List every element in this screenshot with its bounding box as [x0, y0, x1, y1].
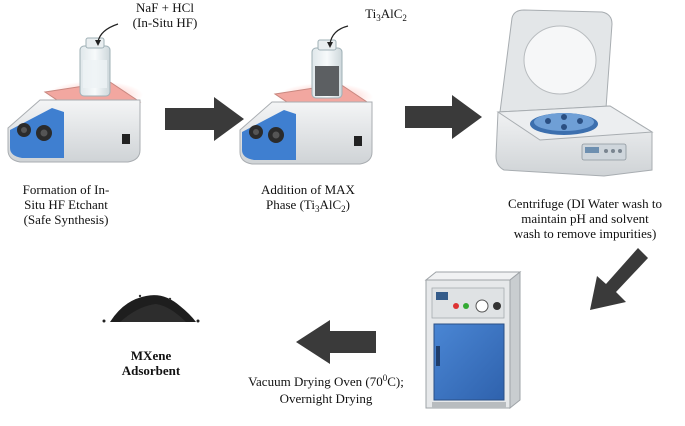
- arrow-3: [590, 248, 648, 310]
- max-caption-mid: AlC: [319, 197, 342, 212]
- oven-caption-line2: Overnight Drying: [279, 391, 373, 406]
- centrifuge-caption-line1: Centrifuge (DI Water wash to: [508, 196, 662, 211]
- oven-caption: Vacuum Drying Oven (700C); Overnight Dry…: [226, 373, 426, 406]
- max-caption-sub1: 3: [315, 204, 320, 214]
- oven-caption-end: C);: [387, 374, 404, 389]
- centrifuge: [495, 9, 654, 177]
- hotplate-2: [239, 25, 373, 165]
- etchant-caption-line2: Situ HF Etchant: [24, 197, 108, 212]
- hotplate-1: [7, 23, 143, 163]
- product-label-line2: Adsorbent: [121, 363, 181, 378]
- max-reagent-ti: Ti: [365, 6, 377, 21]
- product-label-line1: MXene: [130, 348, 172, 363]
- max-phase-reagent-label: Ti3AlC2: [346, 6, 426, 23]
- max-caption-pre: Phase (Ti: [265, 197, 315, 212]
- centrifuge-caption: Centrifuge (DI Water wash to maintain pH…: [490, 196, 680, 241]
- centrifuge-caption-line2: maintain pH and solvent: [521, 211, 649, 226]
- oven-caption-sup: 0: [382, 373, 388, 383]
- oven-caption-pre: Vacuum Drying Oven (70: [248, 374, 383, 389]
- oven-caption-line1: Vacuum Drying Oven (700C);: [226, 373, 426, 391]
- etchant-caption: Formation of In- Situ HF Etchant (Safe S…: [6, 182, 126, 227]
- etchant-reagent-line2: (In-Situ HF): [132, 15, 198, 30]
- vacuum-oven: [424, 270, 522, 410]
- product-label: MXene Adsorbent: [96, 348, 206, 378]
- arrow-1: [165, 97, 244, 141]
- arrow-2: [405, 95, 482, 139]
- max-reagent-sub1: 3: [376, 13, 381, 23]
- etchant-caption-line1: Formation of In-: [22, 182, 110, 197]
- max-caption-line2: Phase (Ti3AlC2): [248, 197, 368, 214]
- mxene-powder: [102, 294, 200, 323]
- etchant-reagent-label: NaF + HCl (In-Situ HF): [112, 0, 218, 30]
- etchant-reagent-line1: NaF + HCl: [136, 0, 194, 15]
- max-phase-caption: Addition of MAX Phase (Ti3AlC2): [248, 182, 368, 214]
- max-reagent-alc: AlC: [380, 6, 403, 21]
- max-caption-end: ): [345, 197, 351, 212]
- etchant-caption-line3: (Safe Synthesis): [23, 212, 109, 227]
- max-reagent-sub2: 2: [402, 13, 407, 23]
- max-caption-sub2: 2: [341, 204, 346, 214]
- arrow-4: [296, 320, 376, 364]
- max-caption-line1: Addition of MAX: [261, 182, 355, 197]
- centrifuge-caption-line3: wash to remove impurities): [513, 226, 657, 241]
